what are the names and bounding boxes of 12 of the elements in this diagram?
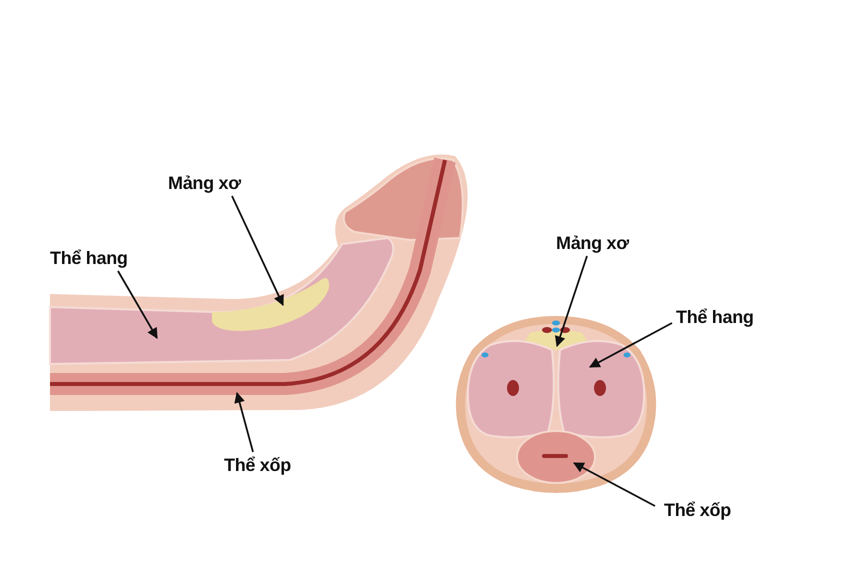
leader-arrow bbox=[573, 462, 656, 507]
leader-arrow bbox=[589, 322, 672, 368]
leader-arrow bbox=[234, 392, 254, 452]
leader-arrow bbox=[554, 256, 588, 348]
leader-arrow bbox=[231, 196, 284, 306]
part-label: Thể xốp bbox=[664, 499, 731, 521]
leader-arrow bbox=[117, 270, 158, 339]
part-label: Thể hang bbox=[50, 247, 128, 269]
part-label: Thể hang bbox=[676, 306, 754, 328]
part-label: Thể xốp bbox=[224, 454, 291, 476]
part-label: Mảng xơ bbox=[556, 232, 629, 254]
part-label: Mảng xơ bbox=[168, 172, 241, 194]
